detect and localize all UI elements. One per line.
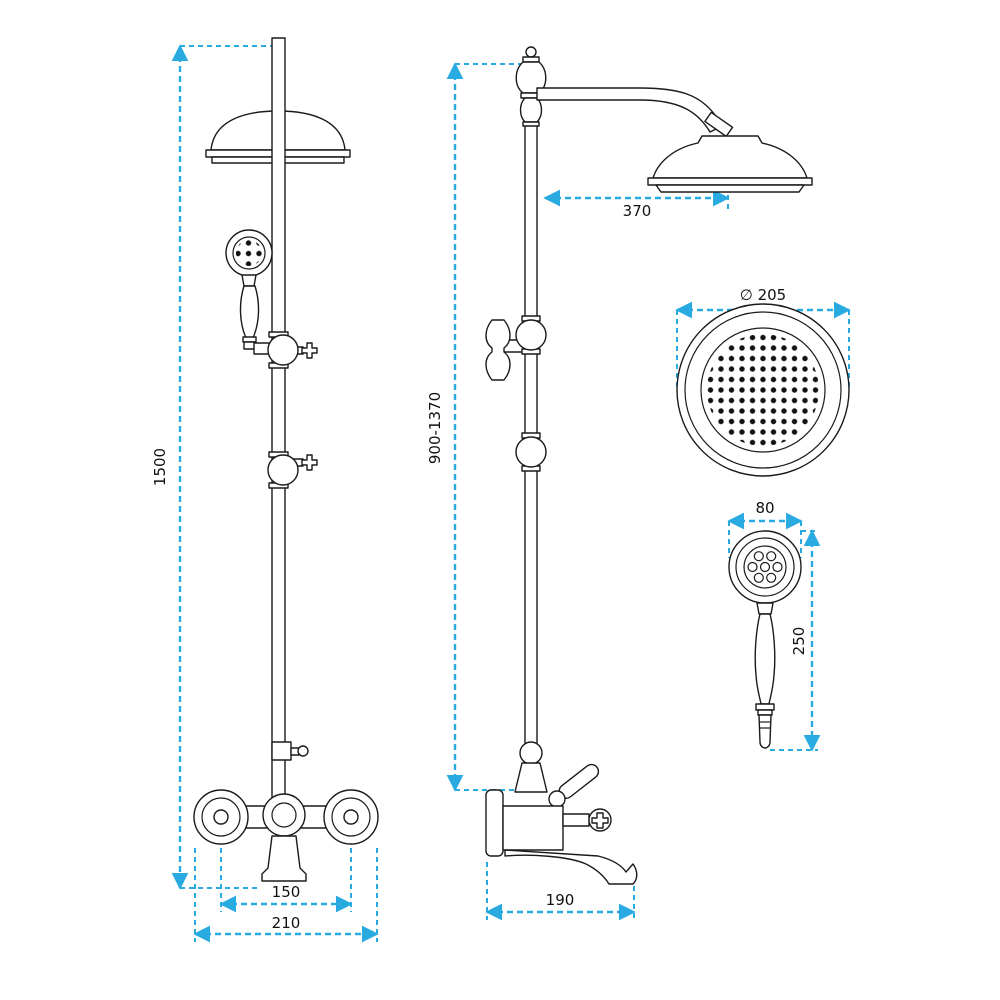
dimension-lines	[171, 44, 851, 943]
diverter-knob	[271, 741, 309, 761]
pipe-node-upper	[515, 315, 547, 355]
head-top-view	[676, 303, 850, 477]
hand-head-outer	[728, 530, 802, 604]
arm-collar	[704, 111, 734, 138]
label-valve-spacing: 150	[272, 883, 301, 901]
riser-pipe	[271, 37, 286, 807]
shower-arm	[536, 87, 734, 138]
head-inner-ring	[684, 311, 842, 469]
front-view	[193, 37, 379, 882]
diverter-node-upper	[267, 331, 318, 369]
head-face-ring	[700, 327, 826, 453]
hand-shower-front	[225, 229, 273, 355]
cross-handle-icon	[301, 342, 318, 359]
top-finial	[515, 46, 547, 127]
mixer-hub	[262, 793, 306, 837]
hand-shower-view	[728, 530, 802, 749]
label-mount-height: 900-1370	[426, 392, 444, 464]
label-hand-length: 250	[790, 627, 808, 656]
wall-plate	[485, 789, 504, 857]
side-view	[485, 46, 813, 885]
wall-bracket	[485, 319, 528, 381]
tub-spout	[504, 849, 638, 885]
label-arm-reach: 370	[623, 202, 652, 220]
lower-joint	[514, 741, 548, 793]
spout-front	[261, 835, 307, 882]
cross-handle-icon	[301, 454, 318, 471]
diverter-node-lower	[267, 451, 318, 489]
mixer-side	[485, 763, 638, 885]
hand-connector	[758, 714, 772, 749]
label-front-height: 1500	[151, 448, 169, 486]
valve-right	[323, 789, 379, 845]
mixer-front	[193, 789, 379, 882]
valve-left	[193, 789, 249, 845]
overhead-shower-side	[647, 135, 813, 193]
nozzle-grid	[707, 334, 819, 446]
riser-pipe-side	[524, 57, 538, 749]
hand-neck	[756, 602, 774, 615]
hand-handle	[754, 613, 776, 705]
pipe-node-lower	[515, 432, 547, 472]
label-head-diameter: ∅ 205	[740, 286, 786, 304]
label-hand-width: 80	[755, 499, 774, 517]
hand-nozzles	[747, 551, 783, 583]
cross-handle-icon	[591, 812, 609, 829]
dimension-labels: 1500 150 210 370 900-1370 190 ∅ 205 80 2…	[151, 202, 808, 932]
label-spout-reach: 190	[546, 891, 575, 909]
label-overall-width: 210	[272, 914, 301, 932]
mixer-body	[502, 805, 564, 851]
